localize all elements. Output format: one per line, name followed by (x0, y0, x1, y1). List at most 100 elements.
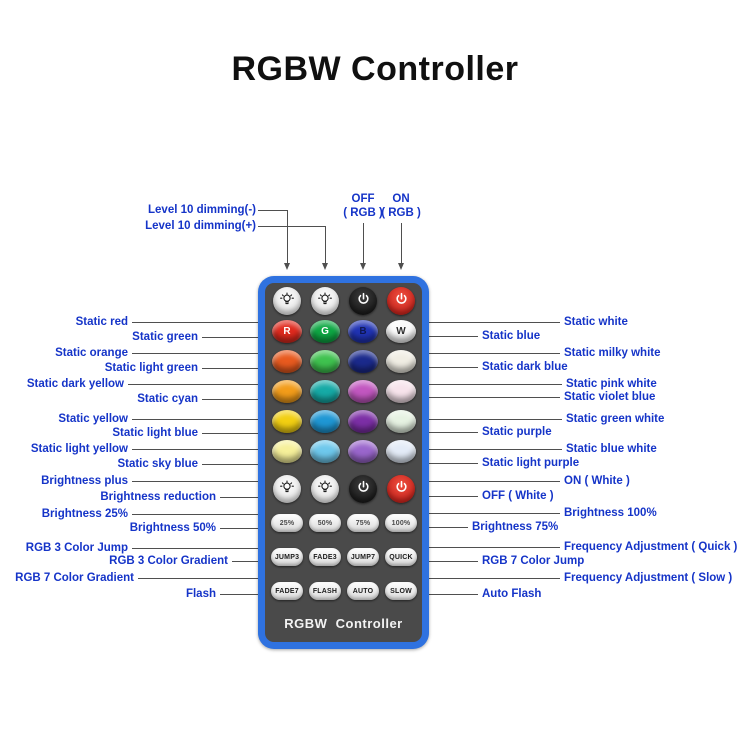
callout-off-rgb: OFF ( RGB ) (333, 192, 393, 220)
callout-off-rgb-line1: OFF (351, 193, 375, 205)
brightness-plus-button[interactable] (273, 475, 301, 503)
white-on-button[interactable] (387, 475, 415, 503)
callout-brightness-100: Brightness 100% (428, 506, 750, 520)
arrow-down-icon (360, 263, 366, 270)
callout-static-white: Static white (428, 315, 750, 329)
callout-auto-flash: Auto Flash (428, 587, 750, 601)
leader-line (325, 226, 326, 264)
rgb-off-button[interactable] (349, 287, 377, 315)
callout-label: Brightness plus (41, 475, 128, 487)
auto-button[interactable]: AUTO (347, 582, 379, 600)
flash-button[interactable]: FLASH (309, 582, 341, 600)
callout-brightness-50: Brightness 50% (0, 521, 258, 535)
static-light-blue-button[interactable] (310, 410, 340, 433)
callout-frequency-slow: Frequency Adjustment ( Slow ) (428, 571, 750, 585)
callout-label: Static blue (482, 330, 541, 342)
callout-on-rgb-line2: ( RGB ) (381, 207, 421, 219)
callout-label: Brightness 25% (41, 508, 128, 520)
static-red-button[interactable]: R (272, 320, 302, 343)
slow-button[interactable]: SLOW (385, 582, 417, 600)
callout-label: Static green (132, 331, 198, 343)
callout-label: Static red (75, 316, 128, 328)
callout-line (220, 496, 258, 498)
remote-brand-label: RGBW Controller (284, 616, 403, 631)
static-light-yellow-button[interactable] (272, 440, 302, 463)
callout-line (128, 383, 258, 385)
static-blue-white-button[interactable] (386, 440, 416, 463)
jump3-button[interactable]: JUMP3 (271, 548, 303, 566)
callout-line (428, 431, 478, 433)
callout-label: Static light yellow (30, 443, 128, 455)
bulb-icon (317, 479, 333, 499)
callout-static-blue: Static blue (428, 329, 750, 343)
callout-on-rgb-line1: ON (392, 193, 410, 205)
brightness-100-button[interactable]: 100% (385, 514, 417, 532)
brightness-25-button[interactable]: 25% (271, 514, 303, 532)
quick-button[interactable]: QUICK (385, 548, 417, 566)
callout-static-cyan: Static cyan (0, 392, 258, 406)
fade3-button[interactable]: FADE3 (309, 548, 341, 566)
callout-static-orange: Static orange (0, 346, 258, 360)
callout-line (132, 321, 258, 323)
callout-line (428, 495, 478, 497)
static-dark-blue-button[interactable] (348, 350, 378, 373)
callout-static-yellow: Static yellow (0, 412, 258, 426)
fade7-button[interactable]: FADE7 (271, 582, 303, 600)
callout-line (428, 526, 468, 528)
static-dark-yellow-button[interactable] (272, 380, 302, 403)
static-pink-white-button[interactable] (386, 380, 416, 403)
white-off-button[interactable] (349, 475, 377, 503)
brightness-reduction-button[interactable] (311, 475, 339, 503)
callout-label: Flash (185, 588, 216, 600)
callout-label: ON ( White ) (564, 475, 630, 487)
callout-label: Static light purple (482, 457, 580, 469)
callout-line (428, 462, 478, 464)
static-sky-blue-button[interactable] (310, 440, 340, 463)
callout-brightness-reduction: Brightness reduction (0, 490, 258, 504)
static-blue-button[interactable]: B (348, 320, 378, 343)
callout-line (132, 352, 258, 354)
callout-line (132, 513, 258, 515)
static-violet-blue-button[interactable] (348, 380, 378, 403)
callout-static-red: Static red (0, 315, 258, 329)
static-light-purple-button[interactable] (348, 440, 378, 463)
brightness-75-button[interactable]: 75% (347, 514, 379, 532)
static-milky-white-button[interactable] (386, 350, 416, 373)
callout-static-light-yellow: Static light yellow (0, 442, 258, 456)
callout-label: RGB 3 Color Jump (25, 542, 128, 554)
jump7-button[interactable]: JUMP7 (347, 548, 379, 566)
bulb-icon (279, 291, 295, 311)
callout-brightness-25: Brightness 25% (0, 507, 258, 521)
callout-label: Static orange (55, 347, 128, 359)
static-green-white-button[interactable] (386, 410, 416, 433)
callout-line (428, 512, 560, 514)
arrow-down-icon (322, 263, 328, 270)
static-yellow-button[interactable] (272, 410, 302, 433)
bulb-icon (317, 291, 333, 311)
static-white-button[interactable]: W (386, 320, 416, 343)
callout-line (132, 480, 258, 482)
callout-label: Static dark yellow (26, 378, 124, 390)
dim-plus-button[interactable] (311, 287, 339, 315)
callout-off-rgb-line2: ( RGB ) (343, 207, 383, 219)
static-cyan-button[interactable] (310, 380, 340, 403)
callout-rgb3-jump: RGB 3 Color Jump (0, 541, 258, 555)
brightness-50-button[interactable]: 50% (309, 514, 341, 532)
static-green-button[interactable]: G (310, 320, 340, 343)
static-orange-button[interactable] (272, 350, 302, 373)
static-purple-button[interactable] (348, 410, 378, 433)
callout-label: Frequency Adjustment ( Slow ) (564, 572, 733, 584)
callout-static-purple: Static purple (428, 425, 750, 439)
callout-flash: Flash (0, 587, 258, 601)
callout-label: Brightness 75% (472, 521, 559, 533)
power-icon (356, 480, 371, 498)
callout-dim-minus: Level 10 dimming(-) (148, 204, 256, 216)
callout-line (202, 463, 258, 465)
bulb-icon (279, 479, 295, 499)
callout-on-white: ON ( White ) (428, 474, 750, 488)
dim-minus-button[interactable] (273, 287, 301, 315)
callout-line (202, 336, 258, 338)
rgb-on-button[interactable] (387, 287, 415, 315)
callout-brightness-75: Brightness 75% (428, 520, 750, 534)
static-light-green-button[interactable] (310, 350, 340, 373)
